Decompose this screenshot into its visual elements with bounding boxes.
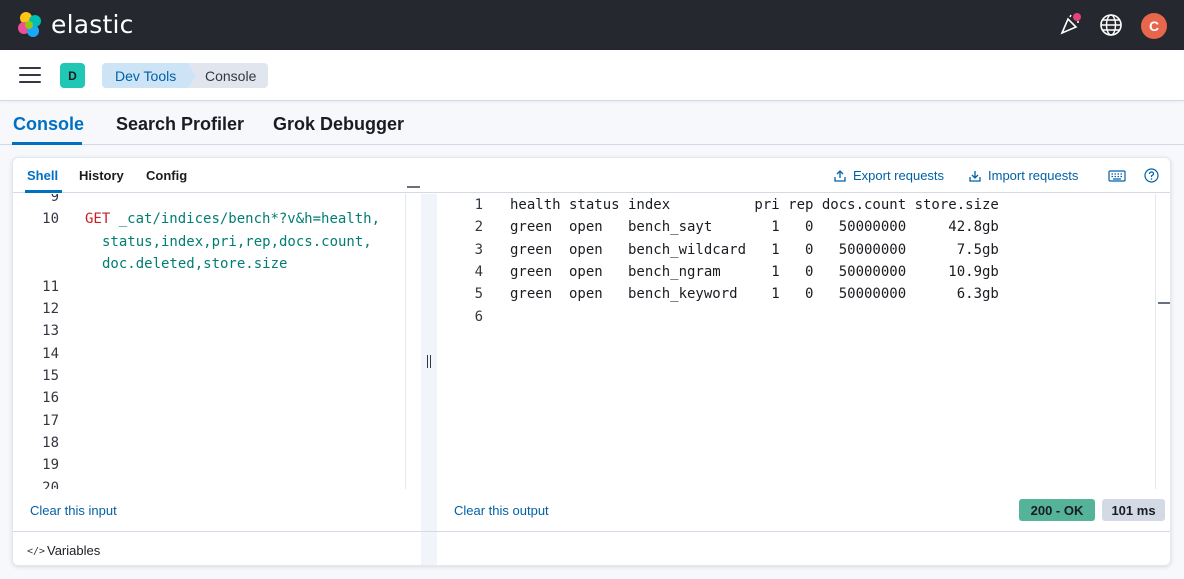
- code-icon: </>: [27, 546, 46, 557]
- output-row: green open bench_sayt 1 0 50000000 42.8g…: [510, 219, 999, 235]
- pane-resizer[interactable]: [421, 194, 437, 565]
- request-method: GET: [85, 211, 111, 227]
- import-requests-label: Import requests: [988, 168, 1079, 183]
- user-avatar[interactable]: C: [1141, 13, 1167, 39]
- tab-grok-debugger[interactable]: Grok Debugger: [273, 114, 405, 134]
- line-number: 2: [474, 219, 483, 235]
- breadcrumb-bar: D Dev Tools Console: [0, 50, 1184, 101]
- space-avatar[interactable]: D: [60, 63, 85, 88]
- line-number: 10: [42, 211, 59, 227]
- export-requests-label: Export requests: [853, 168, 945, 183]
- output-row: green open bench_ngram 1 0 50000000 10.9…: [510, 264, 999, 280]
- response-time-badge: 101 ms: [1102, 499, 1165, 521]
- clear-input-link[interactable]: Clear this input: [30, 503, 117, 518]
- import-icon: [969, 170, 981, 182]
- variables-label[interactable]: Variables: [47, 543, 101, 558]
- line-number: 14: [42, 346, 59, 362]
- export-requests-button[interactable]: Export requests: [833, 168, 944, 183]
- top-header: elastic C: [0, 0, 1184, 50]
- output-scroll-marker: [1158, 302, 1170, 304]
- response-output[interactable]: 1 2 3 4 5 6 health status index pri rep …: [437, 194, 1170, 489]
- import-requests-button[interactable]: Import requests: [968, 168, 1078, 183]
- clear-output-link[interactable]: Clear this output: [454, 503, 549, 518]
- line-number: 18: [42, 435, 59, 451]
- line-number: 6: [474, 309, 483, 325]
- tab-config[interactable]: Config: [146, 168, 188, 183]
- news-feed-icon[interactable]: [1058, 13, 1082, 37]
- variables-bar[interactable]: </> Variables: [13, 531, 1170, 565]
- tab-shell[interactable]: Shell: [27, 168, 59, 183]
- menu-toggle-icon[interactable]: [19, 67, 41, 85]
- line-number: 9: [50, 194, 59, 205]
- resize-grip-icon[interactable]: [427, 355, 431, 368]
- console-sub-tabs: Shell History Config Export requests Imp…: [13, 158, 1170, 193]
- brand-name[interactable]: elastic: [51, 10, 134, 39]
- input-scroll-marker: [407, 186, 420, 188]
- active-tab-indicator: [12, 142, 82, 145]
- breadcrumb-console: Console: [188, 63, 268, 88]
- status-badge: 200 - OK: [1019, 499, 1095, 521]
- line-number: 13: [42, 323, 59, 339]
- main-tabs: Console Search Profiler Grok Debugger: [0, 101, 1184, 145]
- request-editor[interactable]: 9 10 GET _cat/indices/bench*?v&h=health,…: [13, 194, 421, 489]
- tab-search-profiler[interactable]: Search Profiler: [116, 114, 245, 134]
- input-scrollbar[interactable]: [405, 194, 406, 489]
- elastic-logo-icon[interactable]: [16, 11, 44, 39]
- request-path: _cat/indices/bench*?v&h=health,: [118, 211, 381, 227]
- line-number: 4: [474, 264, 483, 280]
- output-scrollbar[interactable]: [1155, 194, 1156, 489]
- request-line-3[interactable]: doc.deleted,store.size: [102, 256, 288, 272]
- line-number: 1: [474, 197, 483, 213]
- request-line-2[interactable]: status,index,pri,rep,docs.count,: [102, 234, 372, 250]
- line-number: 15: [42, 368, 59, 384]
- keyboard-shortcuts-icon[interactable]: [1108, 169, 1126, 183]
- output-header-line: health status index pri rep docs.count s…: [510, 197, 999, 213]
- tab-console[interactable]: Console: [13, 114, 85, 134]
- line-number: 20: [42, 480, 59, 489]
- tab-history[interactable]: History: [79, 168, 124, 183]
- active-subtab-indicator: [25, 190, 62, 193]
- line-number: 5: [474, 286, 483, 302]
- export-icon: [834, 169, 846, 182]
- line-number: 3: [474, 242, 483, 258]
- output-row: green open bench_keyword 1 0 50000000 6.…: [510, 286, 999, 302]
- request-line-1[interactable]: GET _cat/indices/bench*?v&h=health,: [85, 211, 380, 227]
- line-number: 19: [42, 457, 59, 473]
- breadcrumb-dev-tools[interactable]: Dev Tools: [102, 63, 196, 88]
- console-panel: Shell History Config Export requests Imp…: [12, 157, 1171, 566]
- help-icon[interactable]: [1144, 168, 1159, 183]
- line-number: 12: [42, 301, 59, 317]
- output-row: green open bench_wildcard 1 0 50000000 7…: [510, 242, 999, 258]
- line-number: 17: [42, 413, 59, 429]
- globe-icon[interactable]: [1099, 13, 1123, 37]
- line-number: 16: [42, 390, 59, 406]
- line-number: 11: [42, 279, 59, 295]
